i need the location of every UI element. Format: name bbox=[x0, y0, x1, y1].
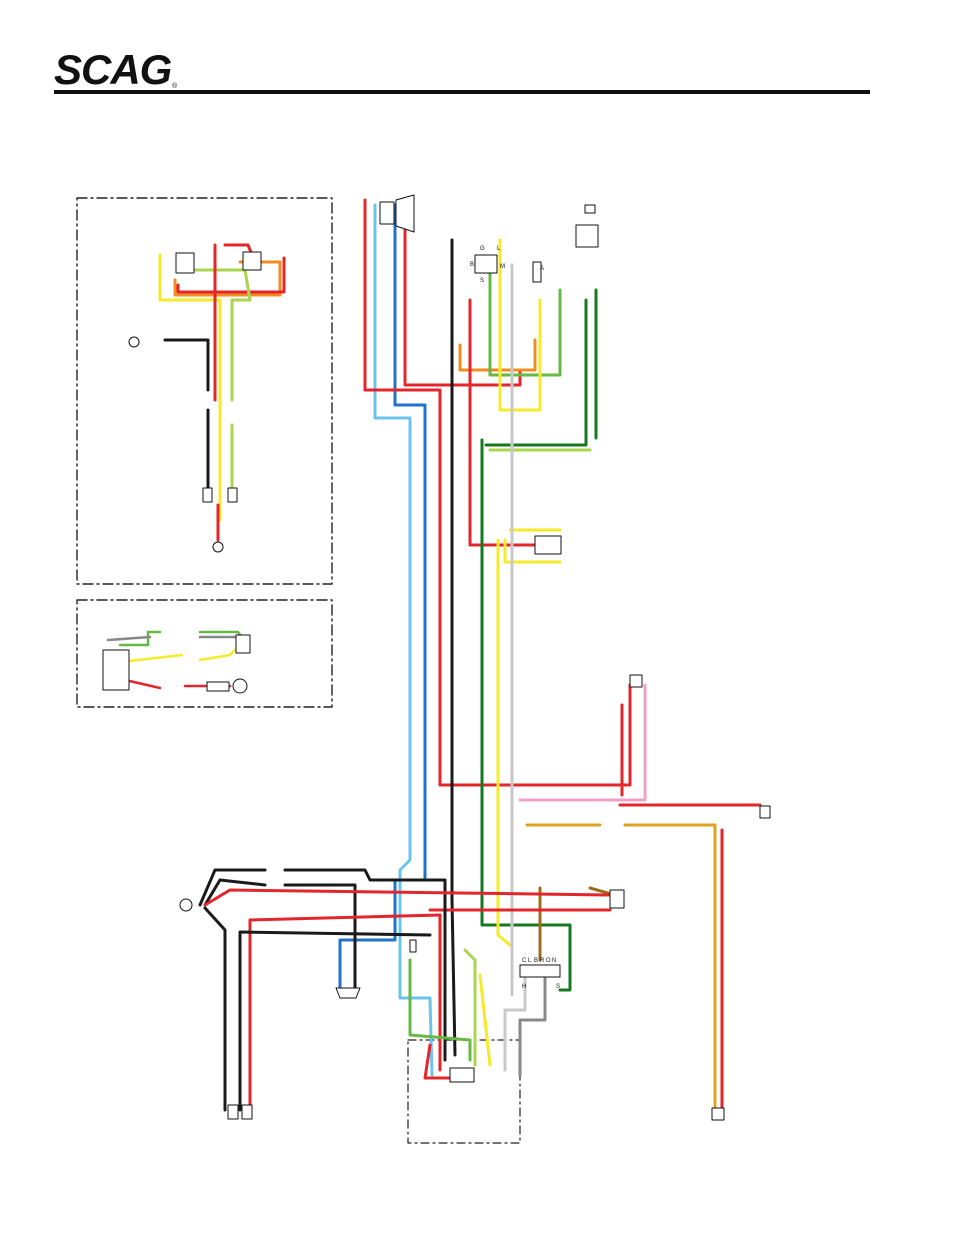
inset-frame-top bbox=[77, 198, 332, 584]
top-inset-connectors bbox=[129, 252, 261, 552]
light-connector bbox=[380, 202, 394, 224]
terminal-b: B bbox=[470, 262, 474, 268]
battery-terminal-pos bbox=[242, 1105, 252, 1119]
fuse-top bbox=[585, 205, 595, 213]
engine-connector bbox=[450, 1068, 474, 1082]
module-terminal: B bbox=[534, 958, 538, 964]
module-terminal: C bbox=[522, 958, 527, 964]
relay bbox=[576, 225, 598, 247]
light-housing bbox=[396, 195, 414, 232]
ground-ring bbox=[180, 899, 192, 911]
terminal-s: S bbox=[480, 278, 484, 284]
ignition-switch bbox=[475, 255, 497, 273]
module-terminal: S bbox=[556, 984, 560, 990]
terminal-g: G bbox=[480, 246, 485, 252]
terminal-a: A bbox=[540, 266, 544, 272]
seat-switch bbox=[535, 536, 561, 554]
battery-terminal-neg bbox=[228, 1105, 238, 1119]
module-terminal: O bbox=[546, 958, 551, 964]
diode bbox=[410, 940, 416, 952]
brake-switch bbox=[630, 675, 642, 687]
pto-connector bbox=[760, 806, 770, 818]
rectifier-connector bbox=[712, 1108, 724, 1120]
top-inset-wiring bbox=[160, 245, 284, 540]
control-module bbox=[520, 965, 560, 977]
main-harness bbox=[200, 200, 760, 1110]
bottom-inset-connectors bbox=[103, 635, 250, 693]
module-terminal: N bbox=[552, 958, 556, 964]
module-terminal: L bbox=[528, 958, 532, 964]
module-terminal: H bbox=[522, 984, 526, 990]
clutch-connector bbox=[610, 890, 624, 908]
starter-connector bbox=[336, 988, 360, 998]
fuse-holder bbox=[533, 262, 541, 282]
terminal-m: M bbox=[500, 264, 505, 270]
module-terminal: R bbox=[540, 958, 545, 964]
engine-frame bbox=[408, 1040, 520, 1143]
